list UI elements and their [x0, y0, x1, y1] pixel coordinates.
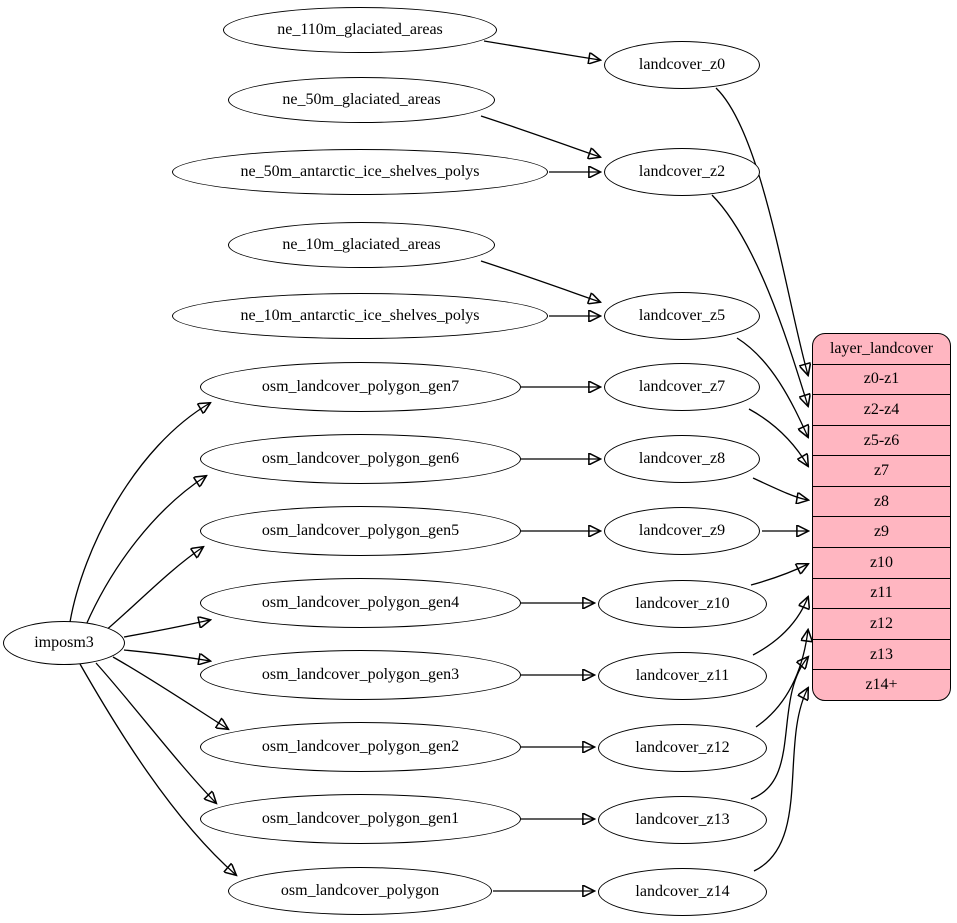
node-ne-10m-glaciated-areas: ne_10m_glaciated_areas [228, 222, 495, 268]
edge-landcover-z10-to-row-z10 [750, 564, 808, 586]
node-landcover-z9: landcover_z9 [604, 507, 760, 555]
table-row-z11: z11 [813, 577, 950, 609]
edge-landcover-z13-to-row-z13 [750, 657, 808, 800]
edge-landcover-z2-to-row-z2-z4 [711, 194, 808, 406]
table-row-z13: z13 [813, 638, 950, 670]
table-row-z0-z1: z0-z1 [813, 363, 950, 395]
node-landcover-z13: landcover_z13 [598, 796, 767, 844]
edge-imposm3-to-osm-landcover-polygon-gen5 [103, 547, 203, 633]
node-osm-landcover-polygon-gen3: osm_landcover_polygon_gen3 [200, 650, 521, 700]
node-landcover-z7: landcover_z7 [604, 363, 760, 411]
node-ne-110m-glaciated-areas: ne_110m_glaciated_areas [223, 7, 497, 53]
table-row-z7: z7 [813, 455, 950, 486]
node-landcover-z0: landcover_z0 [604, 41, 760, 89]
node-osm-landcover-polygon-gen5: osm_landcover_polygon_gen5 [200, 506, 521, 556]
edge-imposm3-to-osm-landcover-polygon-gen4 [123, 620, 210, 638]
edge-ne-110m-glaciated-areas-to-landcover-z0 [483, 40, 600, 60]
edge-imposm3-to-osm-landcover-polygon-gen2 [112, 656, 228, 729]
node-ne-10m-antarctic-ice-shelves-polys: ne_10m_antarctic_ice_shelves_polys [172, 293, 548, 339]
edge-landcover-z0-to-row-z0-z1 [715, 87, 808, 375]
edge-landcover-z14-to-row-z14plus [753, 688, 808, 872]
edge-imposm3-to-osm-landcover-polygon [79, 663, 236, 875]
node-osm-landcover-polygon-gen4: osm_landcover_polygon_gen4 [200, 578, 521, 628]
node-landcover-z2: landcover_z2 [604, 148, 760, 196]
node-osm-landcover-polygon-gen6: osm_landcover_polygon_gen6 [200, 434, 521, 484]
node-osm-landcover-polygon-gen2: osm_landcover_polygon_gen2 [200, 722, 521, 772]
edge-landcover-z8-to-row-z8 [752, 477, 808, 500]
node-landcover-z11: landcover_z11 [598, 652, 767, 700]
node-osm-landcover-polygon-gen1: osm_landcover_polygon_gen1 [200, 794, 521, 844]
node-landcover-z5: landcover_z5 [604, 292, 760, 340]
node-landcover-z8: landcover_z8 [604, 435, 760, 483]
edge-ne-50m-glaciated-areas-to-landcover-z2 [480, 115, 600, 157]
node-ne-50m-glaciated-areas: ne_50m_glaciated_areas [228, 77, 495, 123]
node-imposm3: imposm3 [3, 621, 125, 665]
table-row-z12: z12 [813, 608, 950, 639]
node-landcover-z12: landcover_z12 [598, 724, 767, 772]
edge-landcover-z7-to-row-z7 [748, 408, 808, 466]
layer-landcover-table: layer_landcover z0-z1 z2-z4 z5-z6 z7 z8 … [812, 333, 951, 701]
edge-landcover-z11-to-row-z11 [752, 597, 808, 656]
edge-imposm3-to-osm-landcover-polygon-gen6 [85, 476, 206, 626]
table-row-z9: z9 [813, 516, 950, 547]
table-row-z10: z10 [813, 547, 950, 578]
table-row-z14plus: z14+ [813, 669, 950, 700]
node-landcover-z14: landcover_z14 [598, 868, 767, 916]
table-row-z5-z6: z5-z6 [813, 424, 950, 456]
node-ne-50m-antarctic-ice-shelves-polys: ne_50m_antarctic_ice_shelves_polys [172, 149, 548, 195]
table-title: layer_landcover [829, 339, 934, 357]
node-landcover-z10: landcover_z10 [598, 580, 767, 628]
edge-imposm3-to-osm-landcover-polygon-gen1 [95, 662, 216, 803]
node-osm-landcover-polygon-gen7: osm_landcover_polygon_gen7 [200, 362, 521, 412]
edge-imposm3-to-osm-landcover-polygon-gen7 [69, 403, 210, 623]
node-osm-landcover-polygon: osm_landcover_polygon [228, 867, 492, 915]
edge-landcover-z5-to-row-z5-z6 [736, 337, 808, 437]
edge-imposm3-to-osm-landcover-polygon-gen3 [123, 649, 210, 661]
edge-ne-10m-glaciated-areas-to-landcover-z5 [480, 260, 600, 302]
table-row-z8: z8 [813, 485, 950, 517]
table-row-z2-z4: z2-z4 [813, 394, 950, 425]
edge-landcover-z12-to-row-z12 [755, 630, 808, 728]
